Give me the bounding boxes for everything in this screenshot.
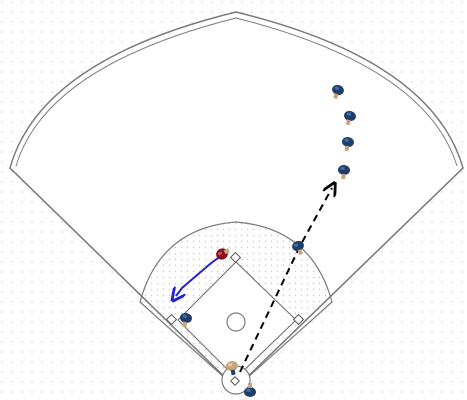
pitchers-mound — [227, 313, 245, 331]
